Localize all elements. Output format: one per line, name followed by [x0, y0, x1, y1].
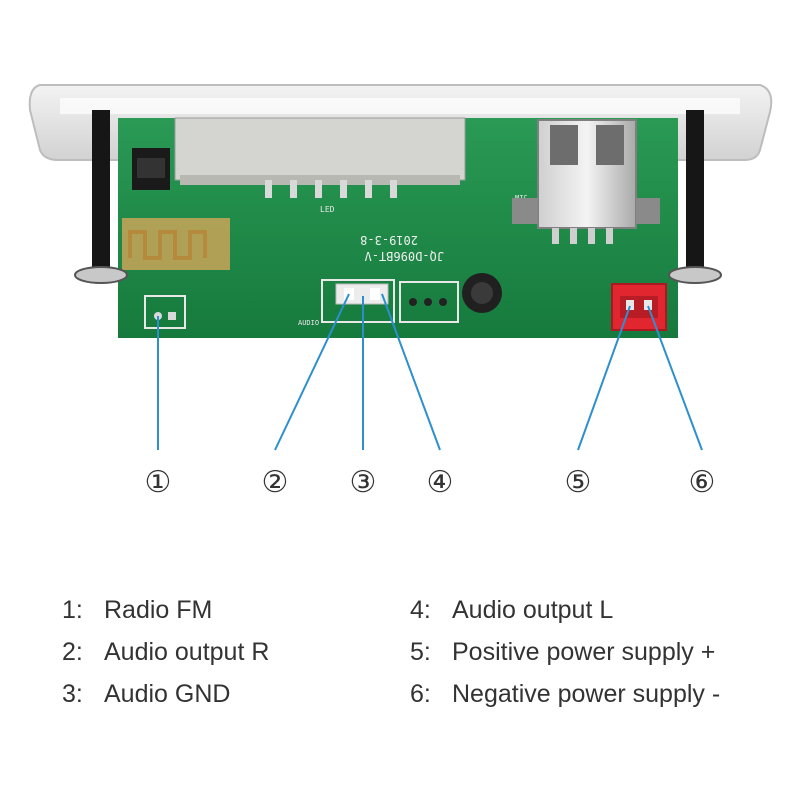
- legend-item-3: 3:Audio GND: [62, 680, 231, 708]
- legend-item-2: 2:Audio output R: [62, 638, 270, 666]
- audio-connector: [321, 279, 395, 323]
- callout-6: ⑥: [688, 465, 716, 500]
- legend-item-4: 4:Audio output L: [410, 596, 614, 624]
- board-date-label: 2019-3-8: [360, 233, 418, 247]
- board-model-label: JQ-D096BT-V: [365, 249, 444, 263]
- leader-line-2: [274, 293, 350, 451]
- legend-item-6: 6:Negative power supply -: [410, 680, 721, 708]
- sd-card-slot: [174, 117, 466, 181]
- legend-item-5: 5:Positive power supply +: [410, 638, 716, 666]
- leader-line-6: [647, 305, 703, 451]
- leader-line-4: [381, 293, 441, 451]
- callout-4: ④: [426, 465, 454, 500]
- callout-1: ①: [144, 465, 172, 500]
- mount-post-left: [92, 110, 110, 278]
- callout-2: ②: [261, 465, 289, 500]
- callout-3: ③: [349, 465, 377, 500]
- three-pin-pad: [399, 281, 459, 323]
- board-audio-label: AUDIO: [298, 319, 319, 327]
- leader-line-5: [577, 305, 631, 451]
- callout-5: ⑤: [564, 465, 592, 500]
- legend-item-1: 1:Radio FM: [62, 596, 213, 624]
- fm-pad: [144, 295, 186, 329]
- board-led-label: LED: [320, 205, 335, 214]
- mp3-module-board-diagram: LED 2019-3-8 JQ-D096BT-V AUDIO MIC: [28, 84, 773, 451]
- mount-post-right: [686, 110, 704, 278]
